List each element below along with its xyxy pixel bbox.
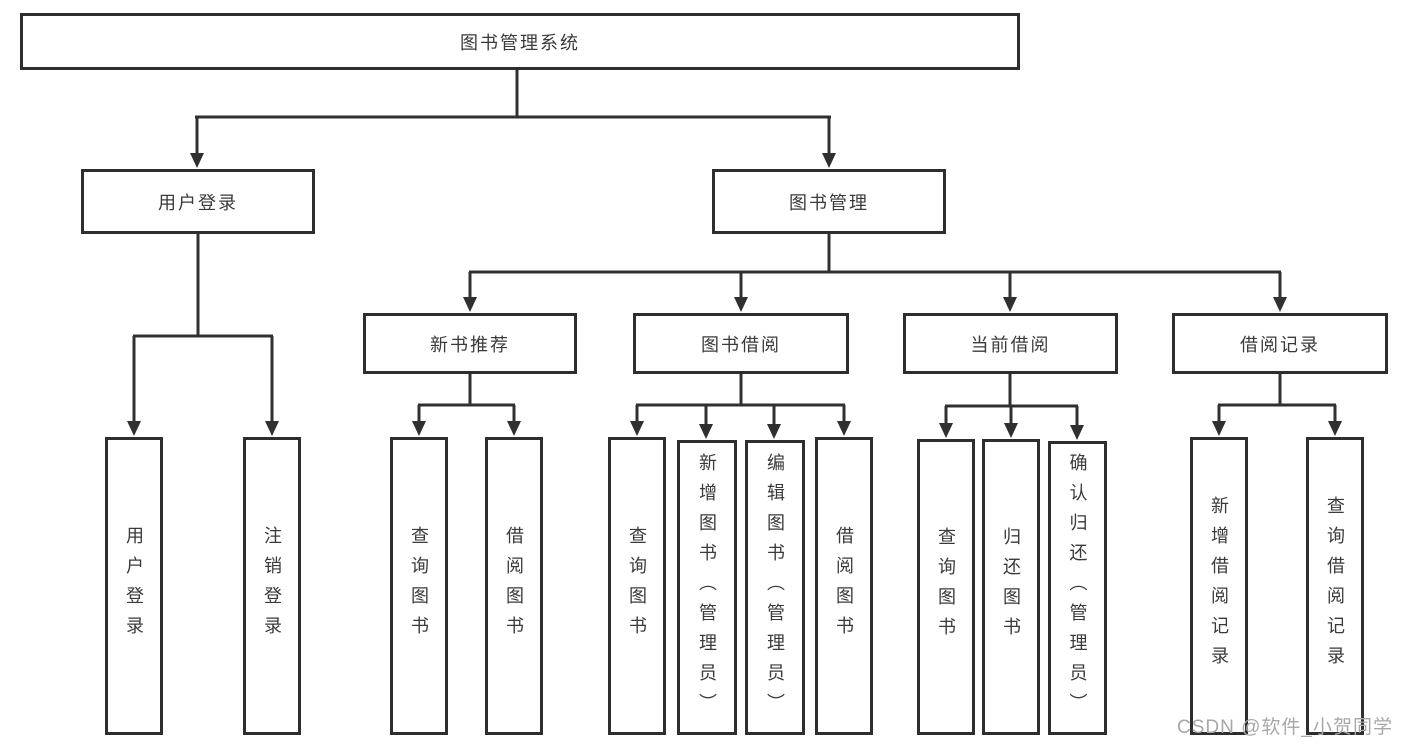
node-label: 归还图书 <box>1001 527 1021 647</box>
node-label: 借阅图书 <box>834 526 854 646</box>
node-library-management-system: 图书管理系统 <box>20 13 1020 70</box>
node-label: 借阅记录 <box>1240 334 1320 355</box>
node-current-borrowing: 当前借阅 <box>903 313 1118 374</box>
node-leaf-borrow-books-recommend: 借阅图书 <box>485 437 543 735</box>
node-label: 新增图书（管理员） <box>697 452 717 723</box>
node-book-management: 图书管理 <box>712 169 946 234</box>
node-leaf-query-books-borrow: 查询图书 <box>608 437 666 735</box>
node-label: 新书推荐 <box>430 334 510 355</box>
node-label: 借阅图书 <box>504 526 524 646</box>
node-label: 编辑图书（管理员） <box>765 452 785 723</box>
node-label: 查询图书 <box>409 526 429 646</box>
node-label: 当前借阅 <box>970 334 1051 355</box>
node-leaf-query-borrow-record: 查询借阅记录 <box>1306 437 1364 735</box>
node-leaf-logout: 注销登录 <box>243 437 301 735</box>
node-label: 查询图书 <box>936 527 956 647</box>
node-new-book-recommend: 新书推荐 <box>363 313 577 374</box>
node-label: 图书管理 <box>789 192 869 213</box>
node-label: 查询图书 <box>627 526 647 646</box>
node-label: 确认归还（管理员） <box>1067 453 1088 723</box>
node-user-login: 用户登录 <box>81 169 315 234</box>
node-leaf-edit-book-admin: 编辑图书（管理员） <box>745 440 805 735</box>
node-leaf-borrow-books: 借阅图书 <box>815 437 873 735</box>
node-leaf-confirm-return-admin: 确认归还（管理员） <box>1048 441 1107 735</box>
node-leaf-query-books-current: 查询图书 <box>917 439 975 735</box>
node-borrowing-records: 借阅记录 <box>1172 313 1388 374</box>
node-label: 图书借阅 <box>701 334 781 355</box>
node-label: 查询借阅记录 <box>1325 496 1345 676</box>
node-leaf-query-books-recommend: 查询图书 <box>390 437 448 735</box>
node-leaf-login: 用户登录 <box>105 437 163 735</box>
node-label: 新增借阅记录 <box>1209 496 1229 676</box>
watermark: CSDN @软件_小贺同学 <box>1177 717 1393 738</box>
node-leaf-add-borrow-record: 新增借阅记录 <box>1190 437 1248 735</box>
node-label: 注销登录 <box>262 526 282 646</box>
node-label: 图书管理系统 <box>460 32 580 53</box>
node-book-borrowing: 图书借阅 <box>633 313 849 374</box>
node-label: 用户登录 <box>158 192 238 213</box>
node-leaf-return-book: 归还图书 <box>982 439 1040 735</box>
node-label: 用户登录 <box>124 526 144 646</box>
node-leaf-add-book-admin: 新增图书（管理员） <box>677 440 737 735</box>
